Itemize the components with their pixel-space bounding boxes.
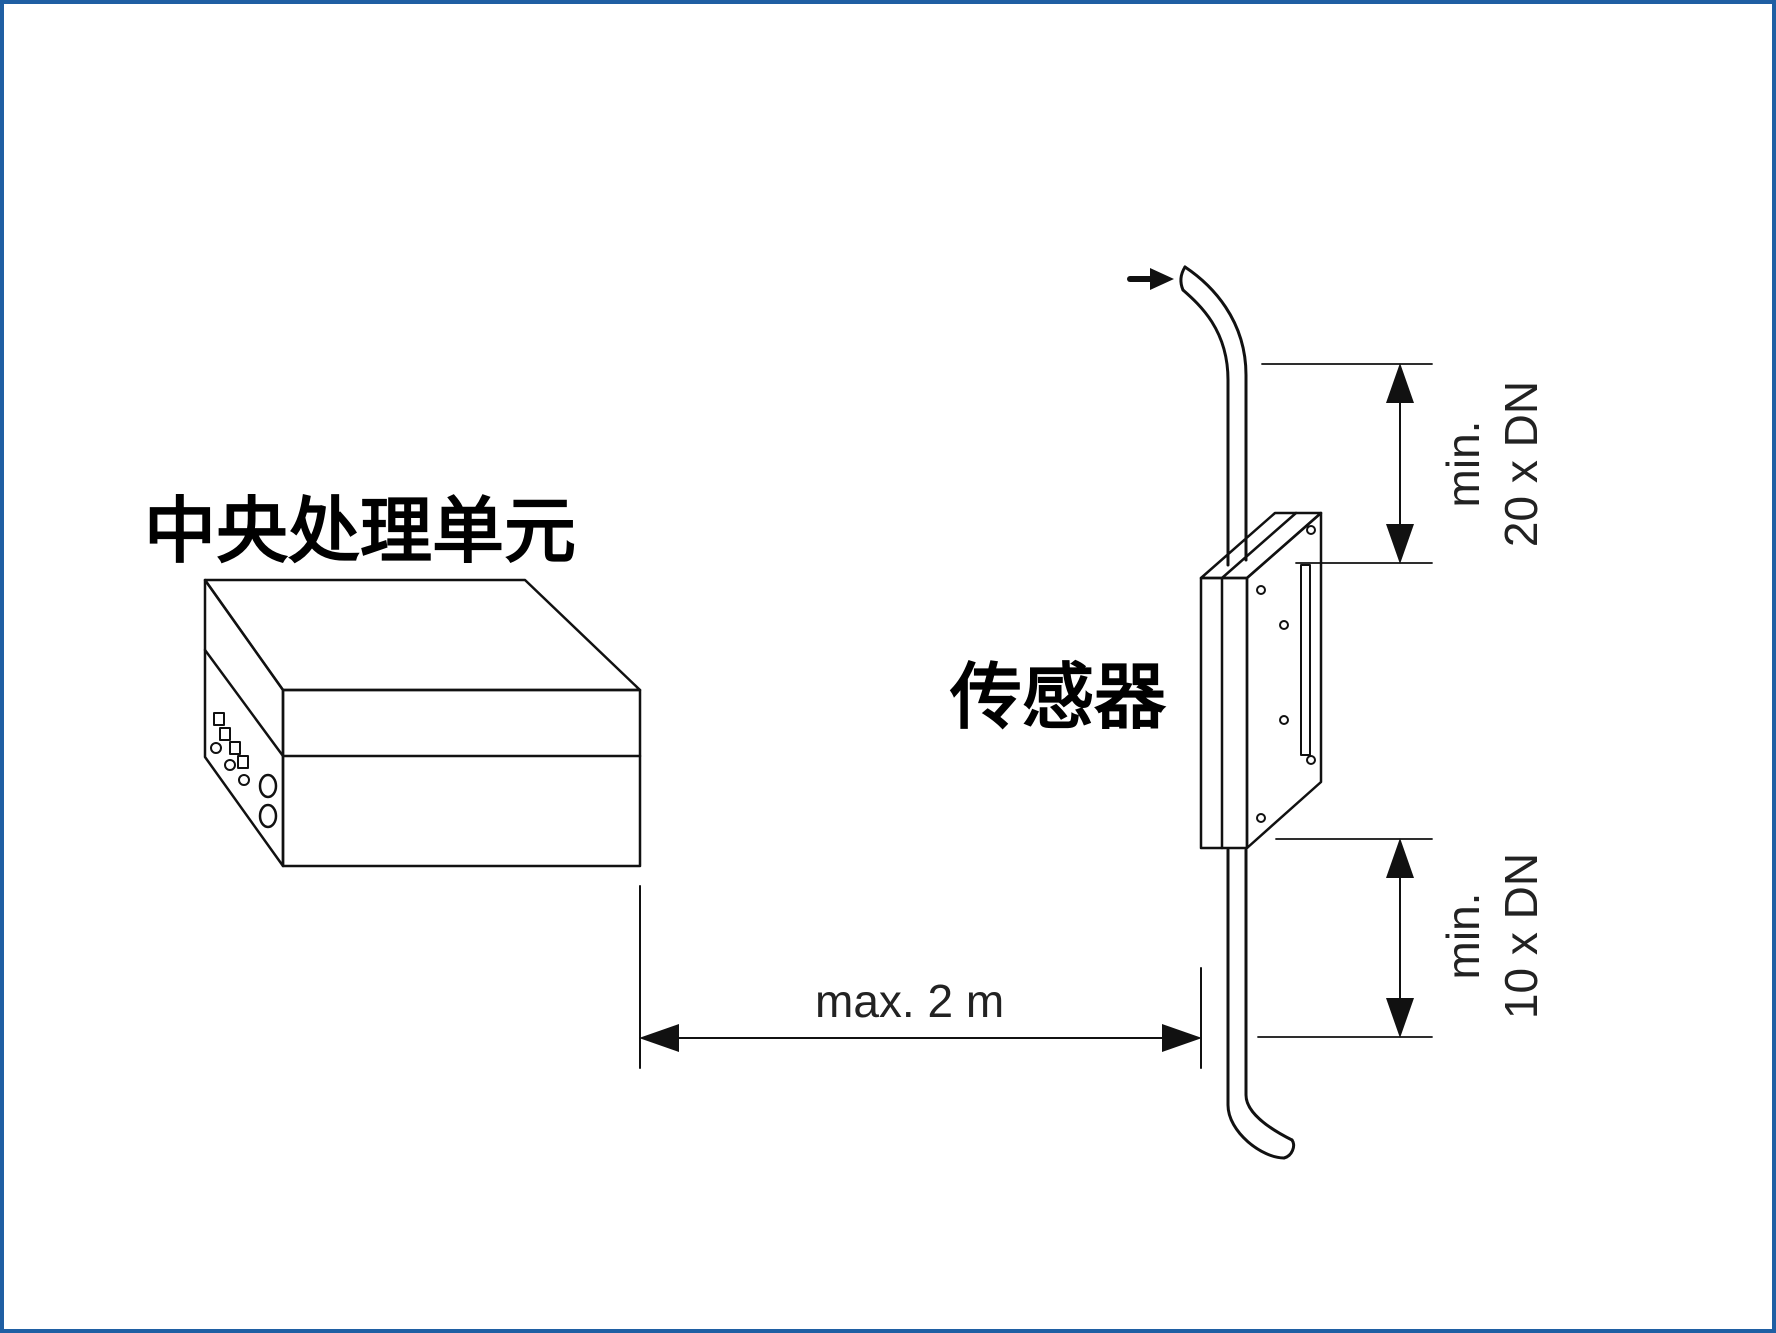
- sensor-screw-1: [1256, 585, 1266, 595]
- pipe-lower-left-edge: [1226, 848, 1286, 1160]
- cpu-front-face: [281, 688, 642, 868]
- central-processing-unit: [203, 578, 642, 868]
- downstream-label-value: 10 x DN: [1495, 853, 1547, 1019]
- downstream-label-min: min.: [1437, 893, 1489, 980]
- connector-3: [229, 741, 241, 755]
- upstream-label-value: 20 x DN: [1495, 381, 1547, 547]
- sensor-screw-4: [1279, 715, 1289, 725]
- connector-2: [219, 727, 231, 741]
- connector-7: [238, 774, 250, 786]
- sensor-screw-2: [1306, 525, 1316, 535]
- connector-6: [224, 759, 236, 771]
- pipe-lower-end: [1282, 1138, 1296, 1160]
- port-lower: [258, 803, 278, 829]
- sensor-screw-3: [1279, 620, 1289, 630]
- pipe-upper-end: [1179, 265, 1187, 292]
- pipe-upper-left-edge: [1181, 288, 1230, 567]
- sensor-left-face: [1199, 576, 1249, 850]
- downstream-label-group: min. 10 x DN: [1437, 853, 1547, 1019]
- sensor-logo-strip: [1300, 564, 1311, 756]
- connector-1: [213, 712, 225, 726]
- distance-dimension: [639, 885, 1202, 1069]
- pipe-upper-right-edge: [1183, 265, 1248, 562]
- cpu-side-face: [203, 578, 285, 868]
- sensor-label: 传感器: [949, 655, 1167, 739]
- upstream-dimension: [1261, 363, 1433, 564]
- right-arrow-icon: [1127, 268, 1174, 290]
- port-upper: [258, 773, 278, 799]
- downstream-dimension: [1257, 838, 1433, 1038]
- connector-5: [210, 742, 222, 754]
- pipe-lower-right-edge: [1244, 848, 1294, 1142]
- sensor-screw-6: [1306, 755, 1316, 765]
- sensor-top-seam: [1220, 511, 1298, 580]
- sensor: [1199, 511, 1323, 850]
- sensor-top-face: [1199, 511, 1323, 580]
- sensor-front-face: [1245, 511, 1323, 850]
- distance-label: max. 2 m: [815, 975, 1004, 1027]
- upstream-label-group: min. 20 x DN: [1437, 381, 1547, 547]
- sensor-screw-5: [1256, 813, 1266, 823]
- upstream-label-min: min.: [1437, 421, 1489, 508]
- cpu-label: 中央处理单元: [144, 489, 576, 573]
- cpu-lid-seam-side: [203, 648, 285, 758]
- cpu-connectors: [210, 712, 278, 829]
- connector-4: [237, 755, 249, 769]
- pipe: [1179, 265, 1296, 1160]
